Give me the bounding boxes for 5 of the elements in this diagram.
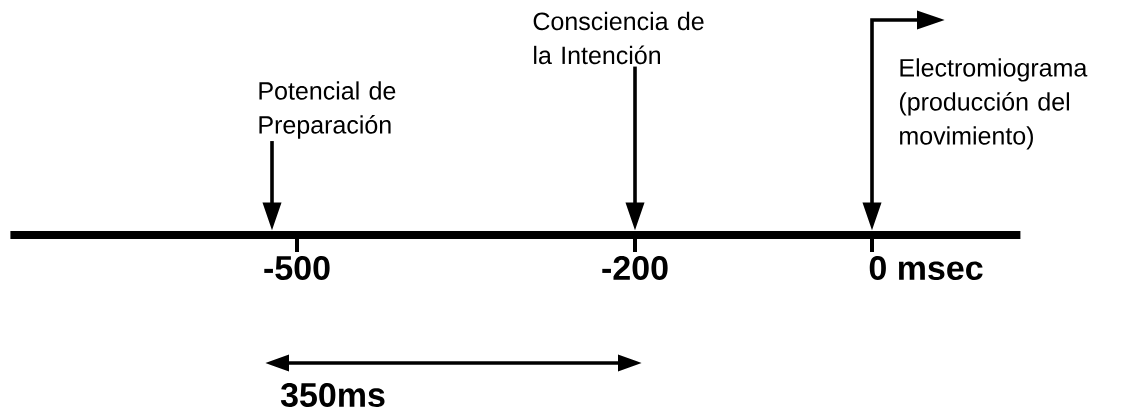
dimension-label: 350ms	[280, 382, 385, 408]
timeline-bar	[10, 231, 1021, 239]
annotation-text: Consciencia de la Intención	[533, 11, 704, 65]
annotation-text: Potencial de Preparación	[259, 81, 396, 139]
annotation-text: Electromiograma (producción del movimiento)	[899, 58, 1088, 150]
